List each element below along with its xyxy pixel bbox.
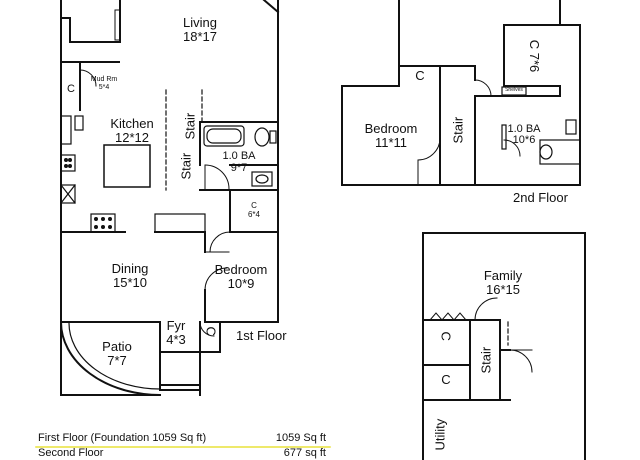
summary-value: 1059 Sq ft (275, 432, 326, 444)
room-name: Patio (102, 339, 132, 354)
summary-row-second: Second Floor 677 sq ft (38, 446, 326, 460)
room-dims: 16*15 (486, 282, 520, 297)
stair-second-label: Stair (450, 116, 466, 144)
shelves-label: Shelves (505, 87, 523, 93)
first-floor-stair-lines (165, 89, 203, 191)
closet-family-upper-marker: C (438, 331, 454, 341)
room-dining: Dining 15*10 (100, 262, 160, 290)
summary-label: First Floor (Foundation 1059 Sq ft) (38, 432, 207, 444)
closet-family-lower-marker: C (441, 372, 451, 387)
room-name: Fyr (166, 318, 186, 333)
first-bath-fixtures (203, 125, 277, 187)
utility-label: Utility (432, 418, 448, 451)
stair-family-label: Stair (478, 346, 494, 374)
room-dims: 9*7 (230, 162, 248, 174)
room-bedroom-second: Bedroom 11*11 (356, 122, 426, 150)
room-name: Mud Rm (90, 76, 118, 83)
first-floor-doors (79, 69, 231, 337)
room-closet-second: C 7*6 (527, 33, 542, 79)
patio-outline (59, 320, 162, 397)
closet-mud-marker: C (67, 83, 75, 95)
stair-upper-label: Stair (182, 112, 198, 140)
summary-label: Second Floor (38, 447, 104, 459)
room-dims: 11*11 (374, 135, 408, 150)
room-foyer: Fyr 4*3 (158, 319, 194, 347)
room-bath-second: 1.0 BA 10*6 (502, 124, 546, 146)
second-floor-doors (417, 79, 521, 186)
second-floor-walls (341, 0, 581, 186)
family-level-walls (422, 232, 586, 460)
room-mud-room: Mud Rm 5*4 (84, 76, 124, 92)
room-dims: 18*17 (183, 29, 217, 44)
floor-label-second: 2nd Floor (513, 190, 568, 205)
room-name: Family (483, 268, 523, 283)
room-name: Bedroom (214, 262, 268, 277)
summary-value: 677 sq ft (283, 447, 326, 459)
room-closet-first: C 6*4 (236, 201, 272, 219)
room-kitchen: Kitchen 12*12 (102, 117, 162, 145)
room-dims: 6*4 (247, 210, 260, 219)
room-name: C (527, 39, 542, 50)
room-patio: Patio 7*7 (92, 340, 142, 368)
room-name: 1.0 BA (222, 150, 256, 162)
room-dims: 7*6 (527, 52, 542, 73)
room-name: Living (183, 15, 217, 30)
closet-second-marker: C (415, 68, 425, 83)
stair-lower-label: Stair (178, 152, 194, 180)
room-family: Family 16*15 (470, 269, 536, 297)
first-floor-walls (60, 0, 279, 396)
room-living: Living 18*17 (170, 16, 230, 44)
room-dims: 7*7 (107, 353, 127, 368)
room-name: Bedroom (364, 121, 418, 136)
room-dims: 12*12 (115, 130, 149, 145)
room-name: 1.0 BA (507, 123, 541, 135)
room-name: Dining (111, 261, 149, 276)
floor-label-first: 1st Floor (236, 328, 287, 343)
room-dims: 4*3 (166, 332, 186, 347)
summary-row-first: First Floor (Foundation 1059 Sq ft) 1059… (38, 431, 326, 445)
room-bedroom-first: Bedroom 10*9 (206, 263, 276, 291)
room-bath-first: 1.0 BA 9*7 (214, 150, 264, 174)
room-name: C (251, 201, 257, 210)
room-dims: 15*10 (113, 275, 147, 290)
room-dims: 10*9 (227, 276, 255, 291)
room-dims: 5*4 (98, 84, 110, 91)
room-dims: 10*6 (512, 134, 536, 146)
room-name: Kitchen (110, 116, 154, 131)
closet-foyer-marker: C (203, 326, 219, 336)
